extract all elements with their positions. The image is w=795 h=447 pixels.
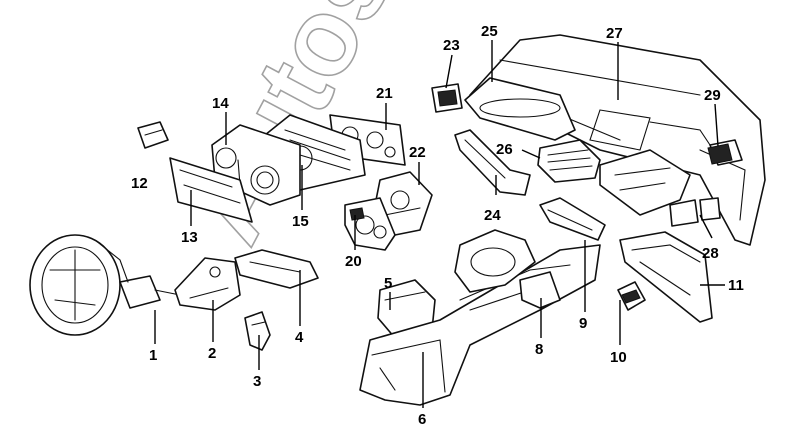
- callout-8: 8: [535, 341, 543, 358]
- part-9-console-trim: [539, 197, 606, 241]
- part-28-switch: [669, 197, 721, 227]
- callout-11: 11: [728, 277, 744, 294]
- callout-9: 9: [579, 315, 587, 332]
- part-2-column-cover: [174, 257, 241, 311]
- part-26-center-vent: [537, 139, 601, 183]
- callout-14: 14: [212, 95, 229, 112]
- callout-10: 10: [610, 349, 627, 366]
- callout-25: 25: [481, 23, 498, 40]
- part-3-ignition-switch: [244, 311, 271, 351]
- part-29-corner-vent: [707, 143, 733, 165]
- part-11-glovebox: [619, 231, 713, 323]
- callout-2: 2: [208, 345, 216, 362]
- part-20-control-bracket: [344, 197, 396, 251]
- callout-13: 13: [181, 229, 198, 246]
- callout-5: 5: [384, 275, 392, 292]
- callout-29: 29: [704, 87, 721, 104]
- callout-21: 21: [376, 85, 393, 102]
- part-24-side-duct: [454, 129, 531, 196]
- part-23-small-vent: [431, 83, 463, 113]
- part-4-lower-cover: [234, 249, 319, 289]
- callout-15: 15: [292, 213, 309, 230]
- callout-22: 22: [409, 144, 426, 161]
- callout-23: 23: [443, 37, 460, 54]
- callout-28: 28: [702, 245, 719, 262]
- callout-26: 26: [496, 141, 513, 158]
- part-1-steering-wheel: [29, 234, 201, 336]
- callout-27: 27: [606, 25, 623, 42]
- part-13-cluster-lens: [169, 157, 253, 223]
- callout-20: 20: [345, 253, 362, 270]
- callout-3: 3: [253, 373, 261, 390]
- callout-1: 1: [149, 347, 157, 364]
- callout-4: 4: [295, 329, 304, 346]
- callout-numbers: 1 2 3 4 5 6 8 9 10 11 12 13 14 15 20 21 …: [131, 23, 744, 428]
- part-12-switch: [137, 121, 169, 149]
- part-10-latch: [617, 281, 646, 311]
- callout-24: 24: [484, 207, 501, 224]
- part-8-console-bracket: [519, 271, 561, 309]
- callout-6: 6: [418, 411, 426, 428]
- callout-12: 12: [131, 175, 148, 192]
- part-25-vent-strip: [464, 77, 576, 141]
- leader-lines: [154, 40, 725, 408]
